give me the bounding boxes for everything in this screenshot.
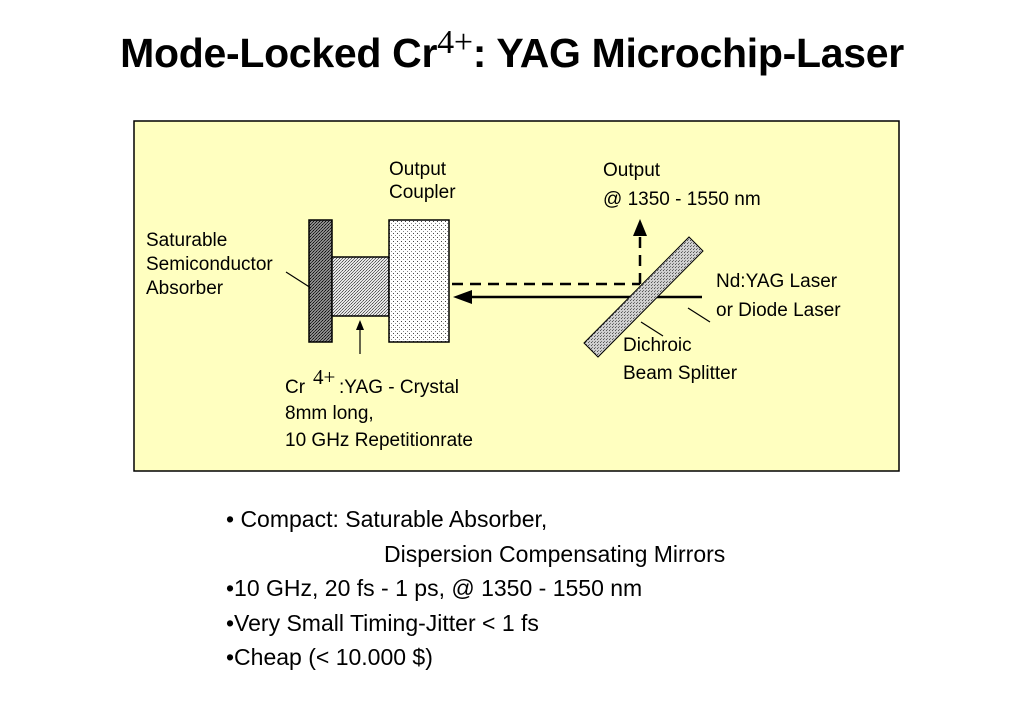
splitter-label-line1: Dichroic (623, 335, 692, 356)
absorber-label-line2: Semiconductor (146, 254, 273, 275)
title-rest: : YAG Microchip-Laser (472, 30, 904, 76)
absorber-label-line1: Saturable (146, 230, 227, 251)
crystal-label-suffix: :YAG - Crystal (339, 377, 459, 398)
title-main: Mode-Locked Cr (120, 30, 438, 76)
pump-label-pointer (687, 307, 711, 323)
bullet-list: • Compact: Saturable Absorber, Dispersio… (226, 502, 725, 675)
pump-arrow-head (453, 290, 472, 304)
absorber-label-line3: Absorber (146, 278, 224, 299)
crystal-label-line2: 8mm long, (285, 403, 374, 424)
diagram-panel (133, 120, 900, 472)
crystal-label-line1: Cr 4+:YAG - Crystal (285, 365, 459, 398)
output-coupler-label-line1: Output (389, 159, 447, 180)
bullet-item-compact-continued: Dispersion Compensating Mirrors (384, 540, 726, 567)
bullet-item-cost: •Cheap (< 10.000 $) (226, 644, 433, 670)
absorber-pointer (285, 271, 312, 289)
pump-label-line1: Nd:YAG Laser (716, 271, 838, 292)
output-arrow-head (633, 219, 647, 236)
splitter-pointer (640, 321, 664, 337)
crystal-label-line3: 10 GHz Repetitionrate (285, 430, 473, 451)
output-label-line2: @ 1350 - 1550 nm (603, 189, 761, 210)
pump-label-line2: or Diode Laser (716, 300, 841, 321)
bullet-item-specs: •10 GHz, 20 fs - 1 ps, @ 1350 - 1550 nm (226, 575, 643, 601)
crystal-label-superscript: 4+ (313, 365, 335, 389)
output-coupler-label-line2: Coupler (389, 182, 456, 203)
dichroic-beam-splitter (583, 236, 704, 358)
crystal-pointer-head (356, 320, 364, 330)
splitter-label-line2: Beam Splitter (623, 363, 738, 384)
output-coupler (388, 219, 450, 343)
output-label-line1: Output (603, 160, 661, 181)
title-superscript: 4+ (437, 24, 473, 61)
bullet-item-compact: • Compact: Saturable Absorber, (226, 506, 548, 532)
page-title: Mode-Locked Cr4+: YAG Microchip-Laser (0, 24, 1024, 77)
saturable-absorber (308, 219, 333, 343)
cr-yag-crystal (331, 256, 390, 317)
crystal-label-prefix: Cr (285, 377, 306, 398)
bullet-item-jitter: •Very Small Timing-Jitter < 1 fs (226, 609, 539, 636)
